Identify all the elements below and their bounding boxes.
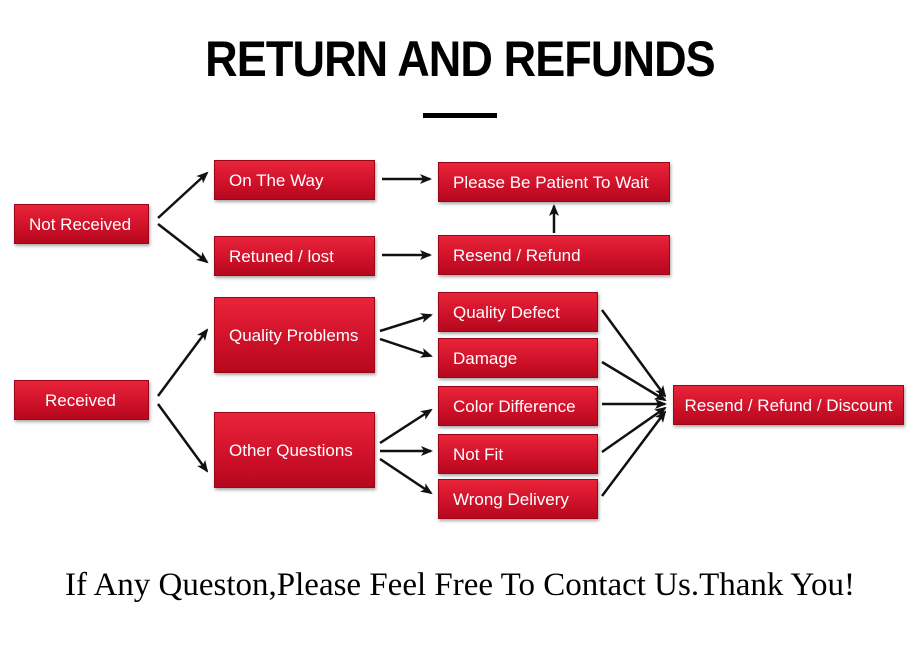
arrow-notreceived-ontheway — [157, 171, 209, 219]
footer-message: If Any Queston,Please Feel Free To Conta… — [65, 567, 855, 603]
arrow-other-color — [379, 408, 433, 445]
node-other-questions: Other Questions — [214, 412, 375, 488]
page-title: RETURN AND REFUNDS — [205, 31, 716, 87]
node-not-received: Not Received — [14, 204, 149, 244]
arrow-wrong-final — [601, 410, 667, 497]
node-not-fit: Not Fit — [438, 434, 598, 474]
node-resend-refund: Resend / Refund — [438, 235, 670, 275]
arrow-notfit-final — [601, 406, 667, 454]
node-wrong-delivery: Wrong Delivery — [438, 479, 598, 519]
arrow-damage-final — [601, 360, 667, 402]
arrow-received-quality — [156, 328, 209, 397]
node-please-wait: Please Be Patient To Wait — [438, 162, 670, 202]
node-quality-problems: Quality Problems — [214, 297, 375, 373]
node-damage: Damage — [438, 338, 598, 378]
arrow-received-other — [156, 403, 209, 473]
arrow-defect-final — [600, 309, 667, 398]
node-color-difference: Color Difference — [438, 386, 598, 426]
title-underline — [423, 113, 497, 118]
node-received: Received — [14, 380, 149, 420]
node-returned-lost: Retuned / lost — [214, 236, 375, 276]
node-resend-refund-discount: Resend / Refund / Discount — [673, 385, 904, 425]
node-on-the-way: On The Way — [214, 160, 375, 200]
arrow-other-wrong — [379, 457, 433, 495]
arrow-notreceived-returned — [157, 223, 209, 264]
node-quality-defect: Quality Defect — [438, 292, 598, 332]
arrow-quality-defect — [379, 313, 433, 333]
arrow-quality-damage — [379, 337, 433, 358]
